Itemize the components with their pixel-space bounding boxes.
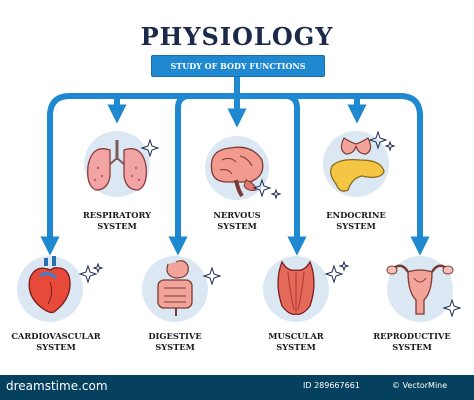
footer-bar: dreamstime.com ID 289667661 © VectorMine — [0, 375, 474, 400]
label-respiratory-system: RESPIRATORY SYSTEM — [82, 210, 152, 231]
sparkle-icons — [78, 130, 462, 318]
footer-site[interactable]: dreamstime.com — [6, 379, 108, 393]
label-muscular-system: MUSCULAR SYSTEM — [268, 331, 324, 352]
stomach-intestines-icon — [157, 260, 193, 316]
footer-credit: © VectorMine — [392, 381, 448, 390]
label-endocrine-system: ENDOCRINE SYSTEM — [326, 210, 386, 231]
subtitle-banner: STUDY OF BODY FUNCTIONS — [151, 55, 325, 77]
label-reproductive-system: REPRODUCTIVE SYSTEM — [373, 331, 451, 352]
uterus-icon — [386, 264, 454, 315]
label-digestive-system: DIGESTIVE SYSTEM — [148, 331, 202, 352]
footer-image-id: ID 289667661 — [303, 381, 360, 390]
muscle-icon — [277, 260, 315, 315]
label-cardiovascular-system: CARDIOVASCULAR SYSTEM — [11, 331, 101, 352]
label-nervous-system: NERVOUS SYSTEM — [213, 210, 261, 231]
heart-icon — [28, 256, 71, 314]
thyroid-pancreas-icon — [330, 137, 385, 192]
branch-left-inner — [168, 93, 240, 256]
lungs-icon — [87, 140, 147, 191]
branch-left-outer — [40, 93, 240, 256]
branch-right-outer — [234, 93, 430, 256]
diagram-title: PHYSIOLOGY — [140, 22, 334, 51]
diagram-subtitle: STUDY OF BODY FUNCTIONS — [170, 61, 306, 71]
